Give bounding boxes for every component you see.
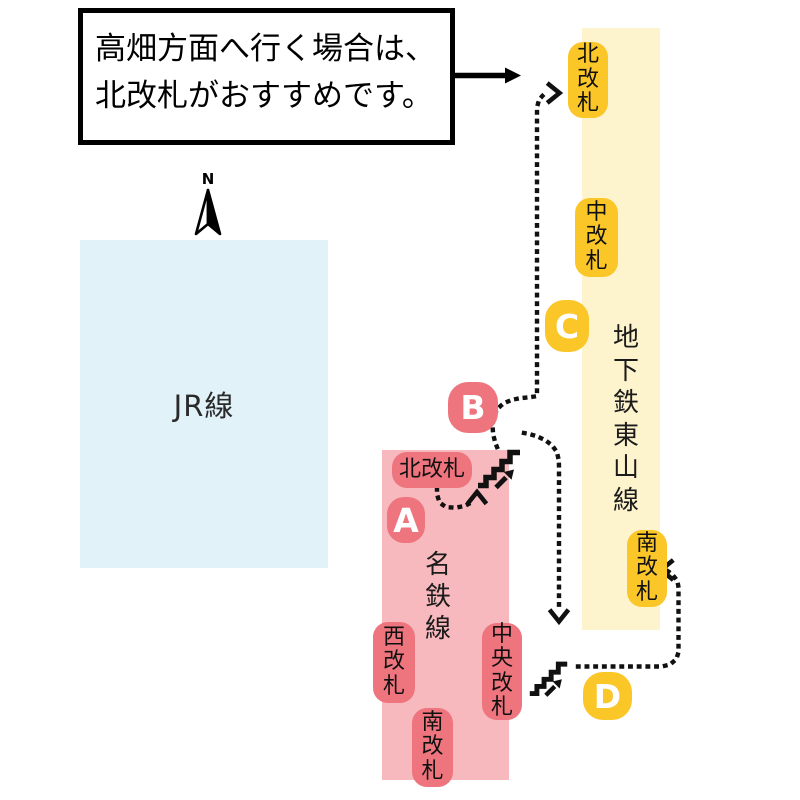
- meitetsu-central-gate-badge: 中央改札: [482, 622, 522, 720]
- meitetsu-west-gate-badge: 西改札: [373, 622, 415, 703]
- route-c-path: [490, 89, 551, 450]
- subway-middle-gate-badge: 中改札: [575, 198, 618, 277]
- subway-north-gate-badge: 北改札: [568, 42, 608, 118]
- callout-arrow-icon: [455, 67, 521, 84]
- meitetsu-north-gate-badge: 北改札: [392, 452, 472, 488]
- meitetsu-south-gate-badge: 南改札: [412, 708, 453, 787]
- callout-line-1: 高畑方面へ行く場合は、: [95, 31, 436, 67]
- meitetsu-line-label: 名鉄線: [424, 550, 451, 644]
- compass: N: [186, 172, 230, 236]
- route-marker-b: B: [448, 382, 498, 433]
- route-marker-d: D: [583, 672, 632, 720]
- callout-box: 高畑方面へ行く場合は、 北改札がおすすめです。: [78, 8, 455, 145]
- compass-n-label: N: [201, 170, 215, 188]
- stairs-icon: [529, 661, 568, 697]
- subway-line-label: 地下鉄東山線: [612, 323, 639, 516]
- subway-south-gate-badge: 南改札: [627, 530, 667, 607]
- route-down-path: [521, 430, 562, 613]
- jr-line-area: JR線: [80, 240, 328, 568]
- route-c-arrowhead: [545, 81, 564, 105]
- jr-line-label: JR線: [173, 389, 235, 423]
- route-down-arrowhead: [547, 608, 571, 626]
- north-arrow-icon: [194, 188, 222, 236]
- route-marker-c: C: [545, 300, 589, 352]
- callout-line-2: 北改札がおすすめです。: [95, 78, 433, 114]
- route-marker-a: A: [387, 497, 425, 543]
- subway-line-area: [582, 28, 660, 630]
- stairs-icon: [478, 449, 520, 490]
